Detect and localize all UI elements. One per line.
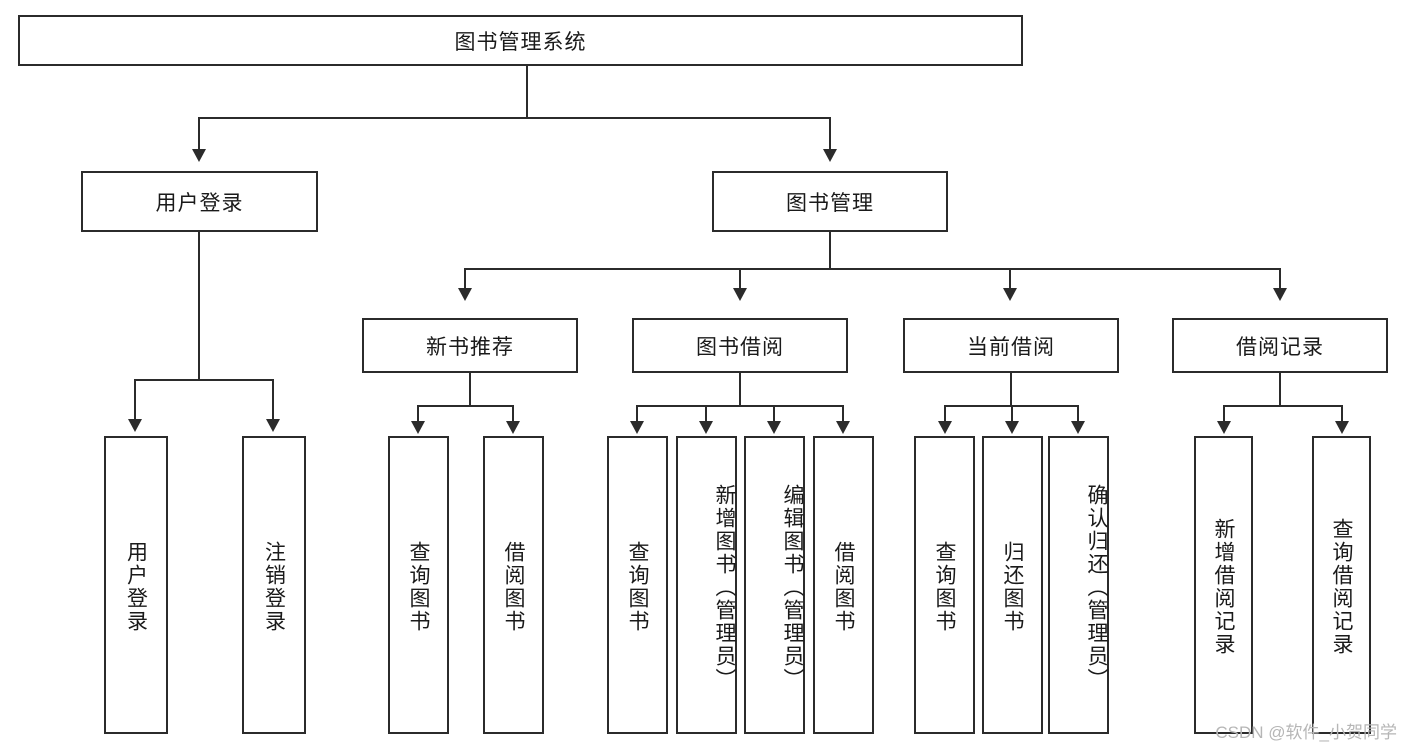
connector-new-book-stem [469, 373, 471, 407]
node-label: 用户登录 [155, 191, 244, 215]
leaf-query-book-recommend[interactable]: 查询图书 [388, 436, 449, 734]
leaf-edit-book-admin[interactable]: 编辑图书（管理员） [744, 436, 805, 734]
connector-user-login-drop-1 [134, 379, 136, 421]
connector-book-borrow-drop-1 [636, 405, 638, 423]
leaf-logout[interactable]: 注销登录 [242, 436, 306, 734]
arrow-user-login-leaf-1 [128, 419, 142, 432]
node-new-book-recommend[interactable]: 新书推荐 [362, 318, 578, 373]
connector-book-borrow-bus [636, 405, 844, 407]
connector-current-borrow-drop-2 [1011, 405, 1013, 423]
arrow-borrow-record-leaf-1 [1217, 421, 1231, 434]
leaf-query-book-borrow[interactable]: 查询图书 [607, 436, 668, 734]
connector-book-borrow-drop-2 [705, 405, 707, 423]
connector-new-book-drop-2 [512, 405, 514, 423]
arrow-current-borrow-leaf-2 [1005, 421, 1019, 434]
connector-root-bus [198, 117, 830, 119]
leaf-borrow-book-recommend[interactable]: 借阅图书 [483, 436, 544, 734]
connector-book-borrow-drop-4 [842, 405, 844, 423]
connector-current-borrow-drop-3 [1077, 405, 1079, 423]
arrow-root-to-user-login [192, 149, 206, 162]
connector-root-stem [526, 66, 528, 117]
arrow-bm-to-borrow-record [1273, 288, 1287, 301]
node-current-borrow[interactable]: 当前借阅 [903, 318, 1119, 373]
arrow-new-book-leaf-1 [411, 421, 425, 434]
arrow-bm-to-book-borrow [733, 288, 747, 301]
node-label: 借阅图书 [502, 541, 525, 633]
connector-bm-drop-book-borrow [739, 268, 741, 290]
node-label: 编辑图书（管理员） [781, 483, 804, 691]
node-user-login[interactable]: 用户登录 [81, 171, 318, 232]
connector-current-borrow-stem [1010, 373, 1012, 407]
arrow-borrow-record-leaf-2 [1335, 421, 1349, 434]
connector-root-to-book-management [829, 117, 831, 151]
node-label: 图书管理系统 [454, 30, 587, 54]
leaf-add-borrow-record[interactable]: 新增借阅记录 [1194, 436, 1253, 734]
connector-new-book-bus [417, 405, 513, 407]
node-root-book-management-system[interactable]: 图书管理系统 [18, 15, 1023, 66]
arrow-root-to-book-management [823, 149, 837, 162]
leaf-query-book-current[interactable]: 查询图书 [914, 436, 975, 734]
node-label: 新书推荐 [426, 335, 514, 359]
connector-borrow-record-drop-1 [1223, 405, 1225, 423]
node-label: 注销登录 [262, 541, 286, 633]
arrow-current-borrow-leaf-3 [1071, 421, 1085, 434]
connector-user-login-bus [134, 379, 274, 381]
connector-new-book-drop-1 [417, 405, 419, 423]
leaf-borrow-book[interactable]: 借阅图书 [813, 436, 874, 734]
connector-book-borrow-drop-3 [773, 405, 775, 423]
node-label: 图书管理 [786, 191, 874, 215]
node-label: 借阅记录 [1236, 335, 1324, 359]
connector-book-borrow-stem [739, 373, 741, 407]
node-label: 新增图书（管理员） [713, 483, 736, 691]
arrow-bm-to-current-borrow [1003, 288, 1017, 301]
node-borrow-record[interactable]: 借阅记录 [1172, 318, 1388, 373]
node-book-management[interactable]: 图书管理 [712, 171, 948, 232]
arrow-book-borrow-leaf-2 [699, 421, 713, 434]
arrow-user-login-leaf-2 [266, 419, 280, 432]
node-book-borrow[interactable]: 图书借阅 [632, 318, 848, 373]
arrow-bm-to-new-book-recommend [458, 288, 472, 301]
connector-bm-drop-current-borrow [1009, 268, 1011, 290]
arrow-book-borrow-leaf-1 [630, 421, 644, 434]
connector-user-login-drop-2 [272, 379, 274, 421]
connector-book-management-bus [464, 268, 1280, 270]
connector-root-to-user-login [198, 117, 200, 151]
node-label: 确认归还（管理员） [1085, 483, 1108, 691]
leaf-user-login[interactable]: 用户登录 [104, 436, 168, 734]
connector-bm-drop-new-book [464, 268, 466, 290]
leaf-query-borrow-record[interactable]: 查询借阅记录 [1312, 436, 1371, 734]
leaf-confirm-return-admin[interactable]: 确认归还（管理员） [1048, 436, 1109, 734]
node-label: 查询图书 [626, 541, 649, 633]
connector-borrow-record-drop-2 [1341, 405, 1343, 423]
node-label: 查询图书 [407, 541, 430, 633]
connector-borrow-record-bus [1223, 405, 1342, 407]
node-label: 查询图书 [933, 541, 956, 633]
node-label: 归还图书 [1001, 541, 1024, 633]
node-label: 查询借阅记录 [1330, 518, 1353, 656]
node-label: 借阅图书 [832, 541, 855, 633]
node-label: 图书借阅 [696, 335, 784, 359]
node-label: 当前借阅 [967, 335, 1055, 359]
arrow-book-borrow-leaf-4 [836, 421, 850, 434]
leaf-return-book[interactable]: 归还图书 [982, 436, 1043, 734]
connector-current-borrow-drop-1 [944, 405, 946, 423]
connector-bm-drop-borrow-record [1279, 268, 1281, 290]
arrow-current-borrow-leaf-1 [938, 421, 952, 434]
leaf-add-book-admin[interactable]: 新增图书（管理员） [676, 436, 737, 734]
node-label: 新增借阅记录 [1212, 518, 1235, 656]
arrow-new-book-leaf-2 [506, 421, 520, 434]
node-label: 用户登录 [124, 541, 148, 633]
connector-user-login-stem [198, 232, 200, 381]
connector-borrow-record-stem [1279, 373, 1281, 407]
connector-book-management-stem [829, 232, 831, 270]
arrow-book-borrow-leaf-3 [767, 421, 781, 434]
